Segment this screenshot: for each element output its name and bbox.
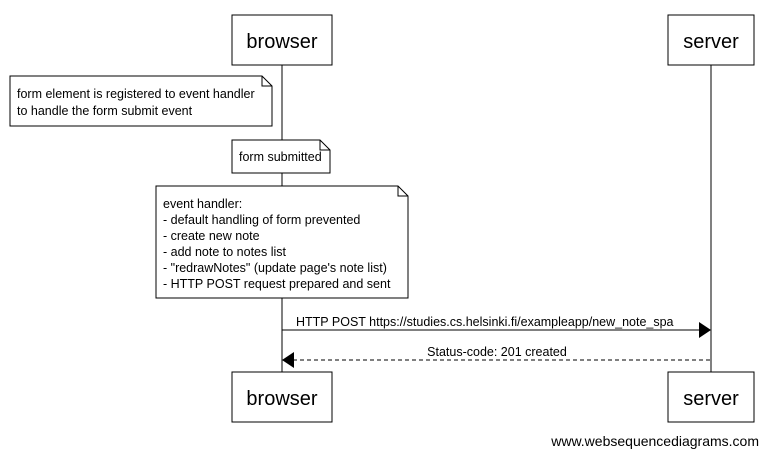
actor-server-top: server [667, 14, 755, 66]
note3-line-2: - default handling of form prevented [163, 213, 360, 227]
actor-server-bottom: server [667, 371, 755, 423]
message-status-response: Status-code: 201 created [282, 345, 711, 368]
note1-line-2: to handle the form submit event [17, 104, 193, 118]
note3-line-6: - HTTP POST request prepared and sent [163, 277, 391, 291]
watermark-link[interactable]: www.websequencediagrams.com [550, 433, 759, 449]
note3-line-4: - add note to notes list [163, 245, 287, 259]
actor-server-bottom-label: server [683, 388, 739, 410]
message-status-response-label: Status-code: 201 created [427, 345, 567, 359]
message-http-post-label: HTTP POST https://studies.cs.helsinki.fi… [296, 315, 674, 329]
note2-line-1: form submitted [239, 150, 322, 164]
message-http-post: HTTP POST https://studies.cs.helsinki.fi… [282, 315, 711, 338]
note3-line-5: - "redrawNotes" (update page's note list… [163, 261, 387, 275]
arrowhead-right-icon [699, 322, 711, 338]
arrowhead-left-icon [282, 352, 294, 368]
actor-server-top-label: server [683, 31, 739, 53]
actor-browser-top: browser [231, 14, 333, 66]
note1-line-1: form element is registered to event hand… [17, 87, 255, 101]
note-event-handler-registered: form element is registered to event hand… [9, 75, 273, 127]
actor-browser-bottom-label: browser [246, 388, 317, 410]
note-form-submitted: form submitted [231, 139, 331, 174]
note-event-handler-steps: event handler: - default handling of for… [155, 185, 409, 299]
actor-browser-top-label: browser [246, 31, 317, 53]
note3-line-1: event handler: [163, 197, 242, 211]
note3-line-3: - create new note [163, 229, 260, 243]
actor-browser-bottom: browser [231, 371, 333, 423]
